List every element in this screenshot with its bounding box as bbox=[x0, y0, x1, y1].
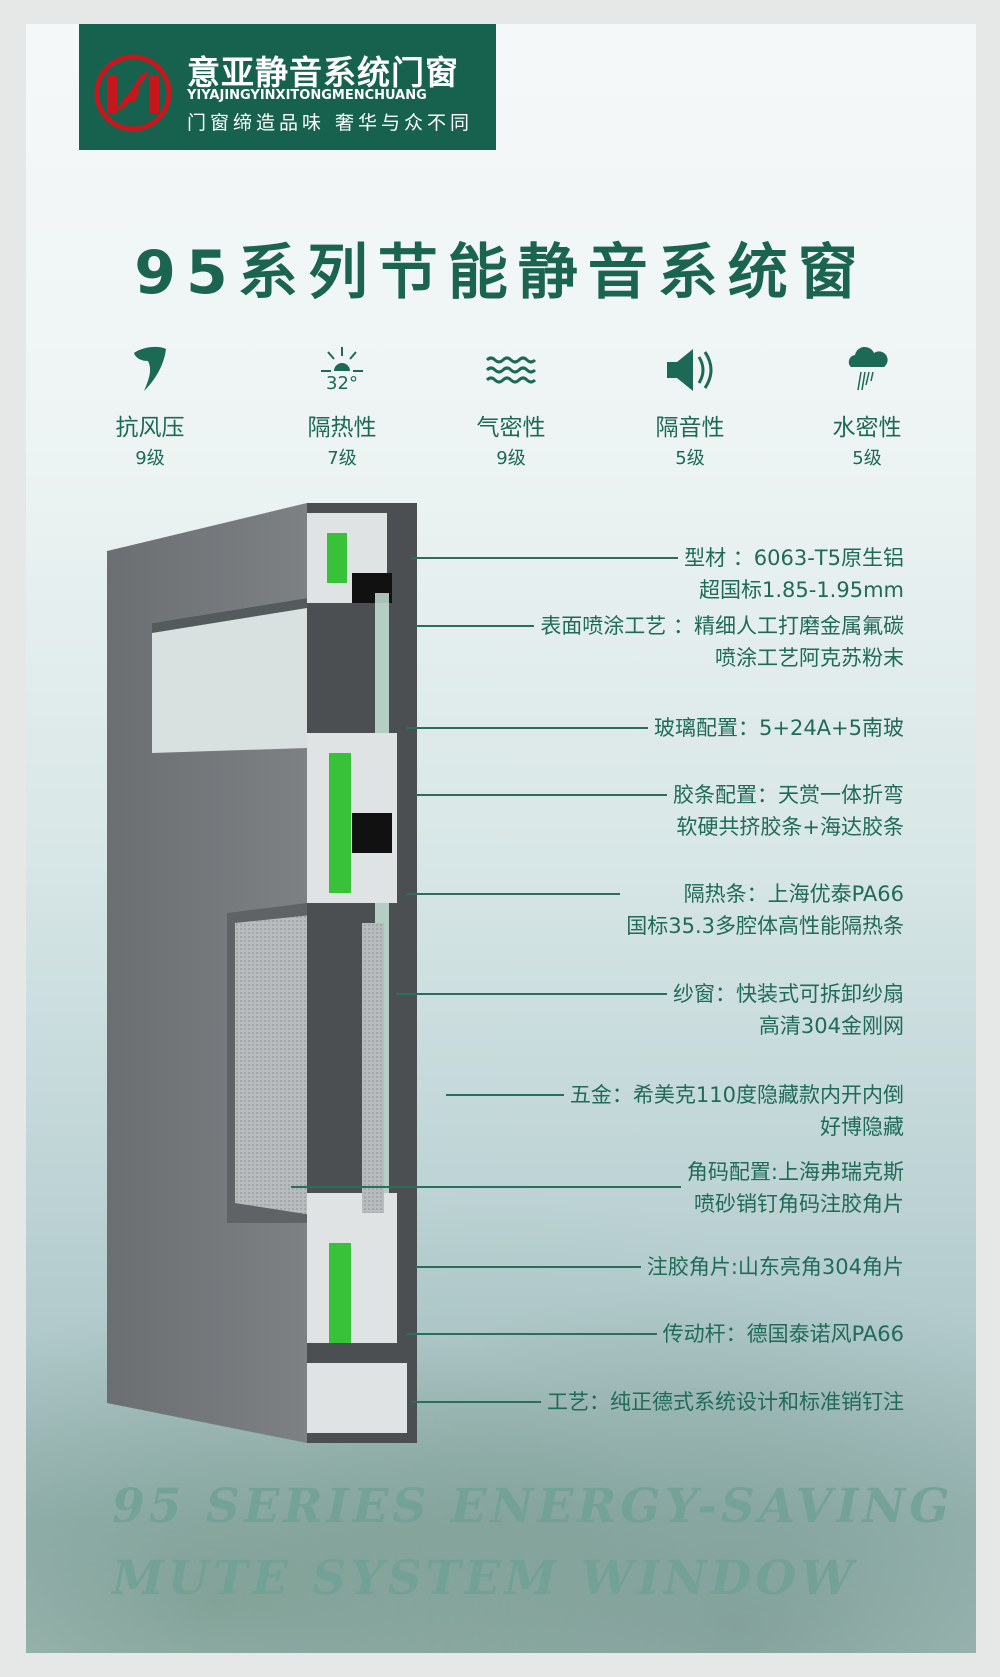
sun-temperature-icon: 32° bbox=[277, 344, 407, 396]
rain-cloud-icon bbox=[802, 344, 932, 396]
feature-water-tightness: 水密性 5级 bbox=[802, 344, 932, 470]
annotation-callout: 隔热条：上海优泰PA66 国标35.3多腔体高性能隔热条 bbox=[406, 878, 904, 942]
annotation-line: 国标35.3多腔体高性能隔热条 bbox=[626, 914, 904, 938]
brand-pinyin: YIYAJINGYINXITONGMENCHUANG bbox=[187, 88, 427, 103]
annotation-callout: 工艺：纯正德式系统设计和标准销钉注 bbox=[411, 1386, 904, 1418]
annotation-line: 隔热条：上海优泰PA66 bbox=[683, 882, 904, 906]
annotation-line: 高清304金刚网 bbox=[758, 1014, 904, 1038]
window-cross-section-illustration bbox=[107, 503, 417, 1443]
annotation-text: 隔热条：上海优泰PA66 国标35.3多腔体高性能隔热条 bbox=[626, 878, 904, 942]
annotation-text: 胶条配置：天赏一体折弯软硬共挤胶条+海达胶条 bbox=[673, 779, 904, 843]
brand-slogan: 门窗缔造品味 奢华与众不同 bbox=[187, 112, 474, 134]
annotation-callout: 传动杆：德国泰诺风PA66 bbox=[406, 1318, 904, 1350]
leader-line bbox=[406, 1333, 657, 1335]
leader-line bbox=[291, 1186, 681, 1188]
brand-name: 意亚静音系统门窗 bbox=[187, 53, 459, 92]
annotation-text: 型材 ：6063-T5原生铝超国标1.85-1.95mm bbox=[684, 542, 904, 606]
feature-air-tightness: 气密性 9级 bbox=[446, 344, 576, 470]
annotation-line: 表面喷涂工艺 ：精细人工打磨金属氟碳 bbox=[540, 614, 904, 638]
annotation-text: 注胶角片:山东亮角304角片 bbox=[647, 1251, 904, 1283]
feature-sound-insulation: 隔音性 5级 bbox=[625, 344, 755, 470]
leader-line bbox=[411, 557, 679, 559]
annotation-line: 角码配置:上海弗瑞克斯 bbox=[686, 1160, 904, 1184]
annotation-text: 纱窗：快装式可拆卸纱扇高清304金刚网 bbox=[673, 978, 904, 1042]
annotation-text: 玻璃配置：5+24A+5南玻 bbox=[654, 712, 904, 744]
annotation-text: 角码配置:上海弗瑞克斯喷砂销钉角码注胶角片 bbox=[687, 1156, 904, 1220]
leader-line bbox=[396, 993, 667, 995]
annotation-callout: 角码配置:上海弗瑞克斯喷砂销钉角码注胶角片 bbox=[291, 1156, 904, 1220]
leader-line bbox=[406, 727, 648, 729]
annotation-line: 喷涂工艺阿克苏粉末 bbox=[715, 646, 904, 670]
poster: 意亚静音系统门窗 YIYAJINGYINXITONGMENCHUANG 门窗缔造… bbox=[26, 24, 976, 1653]
annotation-line: 软硬共挤胶条+海达胶条 bbox=[676, 815, 904, 839]
annotation-callout: 型材 ：6063-T5原生铝超国标1.85-1.95mm bbox=[411, 542, 904, 606]
annotation-text: 传动杆：德国泰诺风PA66 bbox=[663, 1318, 904, 1350]
leader-line bbox=[406, 893, 621, 895]
leader-line bbox=[416, 794, 667, 796]
annotation-text: 五金：希美克110度隐藏款内开内倒好博隐藏 bbox=[570, 1079, 904, 1143]
annotation-line: 好博隐藏 bbox=[820, 1115, 904, 1139]
brand-emblem-icon bbox=[94, 54, 172, 132]
annotation-line: 工艺：纯正德式系统设计和标准销钉注 bbox=[547, 1390, 904, 1414]
annotation-callout: 纱窗：快装式可拆卸纱扇高清304金刚网 bbox=[396, 978, 904, 1042]
leader-line bbox=[446, 1094, 564, 1096]
annotation-callout: 玻璃配置：5+24A+5南玻 bbox=[406, 712, 904, 744]
tornado-icon bbox=[85, 344, 215, 396]
annotation-line: 超国标1.85-1.95mm bbox=[698, 578, 904, 602]
annotation-callout: 胶条配置：天赏一体折弯软硬共挤胶条+海达胶条 bbox=[416, 779, 904, 843]
leader-line bbox=[411, 1401, 541, 1403]
annotation-callout: 注胶角片:山东亮角304角片 bbox=[416, 1251, 904, 1283]
annotation-text: 表面喷涂工艺 ：精细人工打磨金属氟碳喷涂工艺阿克苏粉末 bbox=[540, 610, 904, 674]
annotation-line: 传动杆：德国泰诺风PA66 bbox=[662, 1322, 904, 1346]
page-title: 95系列节能静音系统窗 bbox=[134, 238, 868, 308]
feature-wind-pressure: 抗风压 9级 bbox=[85, 344, 215, 470]
english-title-line-2: MUTE SYSTEM WINDOW bbox=[112, 1551, 858, 1606]
feature-heat-insulation: 32° 隔热性 7级 bbox=[277, 344, 407, 470]
annotation-line: 型材 ：6063-T5原生铝 bbox=[684, 546, 904, 570]
annotation-text: 工艺：纯正德式系统设计和标准销钉注 bbox=[547, 1386, 904, 1418]
annotation-line: 玻璃配置：5+24A+5南玻 bbox=[654, 716, 904, 740]
brand-logo: 意亚静音系统门窗 YIYAJINGYINXITONGMENCHUANG 门窗缔造… bbox=[79, 24, 496, 150]
leader-line bbox=[416, 625, 535, 627]
leader-line bbox=[416, 1266, 641, 1268]
annotation-line: 五金：希美克110度隐藏款内开内倒 bbox=[569, 1083, 904, 1107]
annotation-line: 胶条配置：天赏一体折弯 bbox=[673, 783, 904, 807]
annotation-line: 纱窗：快装式可拆卸纱扇 bbox=[673, 982, 904, 1006]
speaker-icon bbox=[625, 344, 755, 396]
annotation-line: 喷砂销钉角码注胶角片 bbox=[694, 1192, 904, 1216]
waves-icon bbox=[446, 344, 576, 396]
annotation-line: 注胶角片:山东亮角304角片 bbox=[646, 1255, 904, 1279]
english-title-line-1: 95 SERIES ENERGY-SAVING bbox=[112, 1479, 954, 1534]
annotation-callout: 五金：希美克110度隐藏款内开内倒好博隐藏 bbox=[446, 1079, 904, 1143]
annotation-callout: 表面喷涂工艺 ：精细人工打磨金属氟碳喷涂工艺阿克苏粉末 bbox=[416, 610, 904, 674]
